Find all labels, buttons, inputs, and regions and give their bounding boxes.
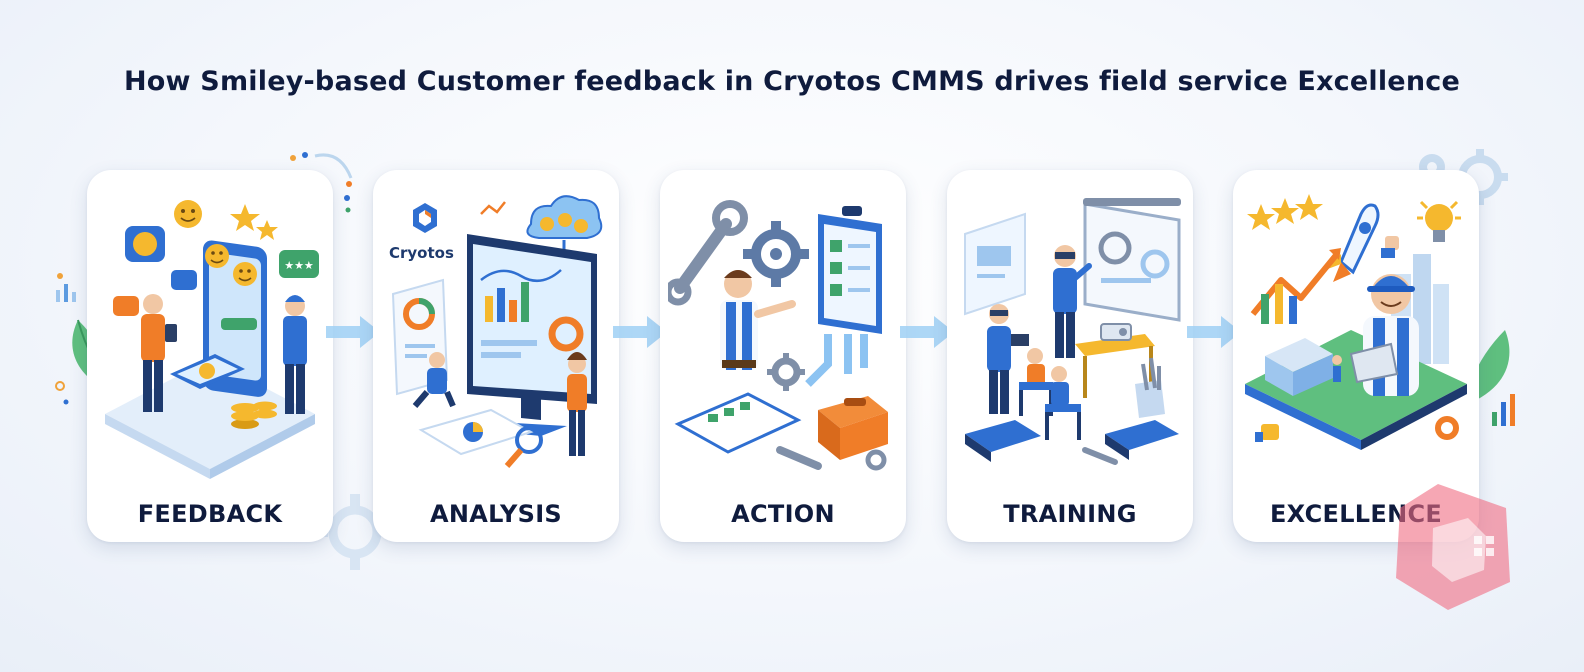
dots-decoration-icon: [290, 152, 353, 213]
step-card-training: TRAINING: [947, 170, 1193, 542]
svg-text:Cryotos: Cryotos: [389, 244, 454, 262]
step-label: FEEDBACK: [137, 500, 283, 528]
action-illustration-icon: [668, 200, 888, 471]
arrow-right-icon: [900, 316, 954, 348]
step-card-feedback: ★★★ FEEDBACK: [87, 170, 333, 542]
watermark-logo-icon: [1396, 484, 1510, 610]
step-card-action: ACTION: [660, 170, 906, 542]
analysis-illustration-icon: Cryotos: [389, 195, 603, 468]
excellence-illustration-icon: [1245, 194, 1467, 450]
page-title: How Smiley-based Customer feedback in Cr…: [124, 66, 1460, 97]
cryotos-logo-icon: [413, 203, 437, 233]
feedback-illustration-icon: ★★★: [105, 200, 319, 479]
bars-decoration-icon: [55, 273, 76, 405]
arrow-right-icon: [326, 316, 380, 348]
step-label: TRAINING: [1003, 500, 1137, 528]
bars-decoration-icon: [1492, 394, 1515, 426]
arrow-right-icon: [613, 316, 667, 348]
svg-text:★★★: ★★★: [284, 259, 314, 272]
step-label: ACTION: [731, 500, 835, 528]
step-label: ANALYSIS: [429, 500, 563, 528]
training-illustration-icon: [964, 198, 1181, 465]
step-card-analysis: Cryotos ANALYSIS: [373, 170, 619, 542]
step-card-excellence: EXCELLENCE: [1233, 170, 1479, 542]
arrow-right-icon: [1187, 316, 1241, 348]
